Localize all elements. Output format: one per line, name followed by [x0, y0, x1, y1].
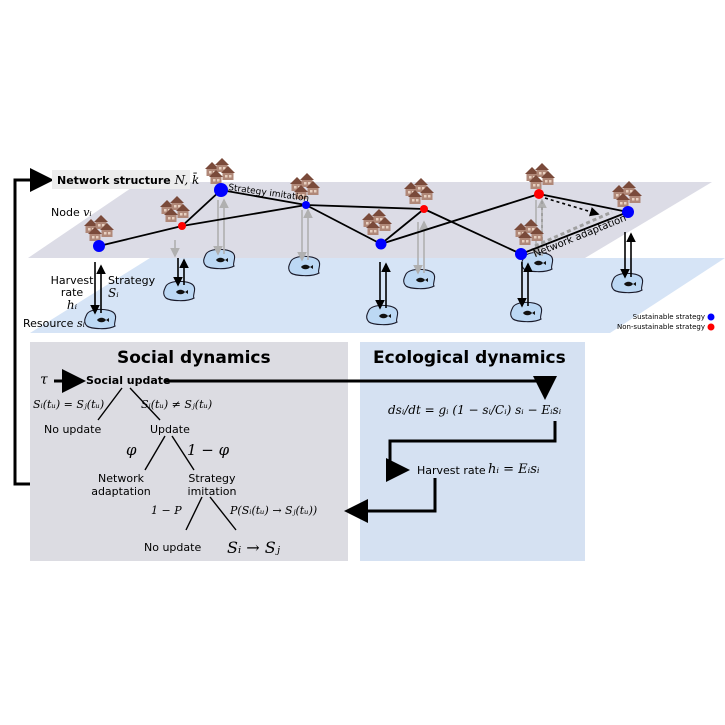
strategy-imitation-outcome: Strategy imitation — [182, 472, 242, 498]
legend-sustainable-dot — [707, 313, 715, 321]
switch-probability-label: P(Sᵢ(tᵤ) → Sⱼ(tᵤ)) — [230, 504, 318, 517]
network-adaptation-outcome: Network adaptation — [86, 472, 156, 498]
node-sustainable — [515, 248, 527, 260]
one-minus-p-label: 1 − P — [151, 504, 182, 517]
node-sustainable — [302, 201, 310, 209]
strategy-label: Strategy Sᵢ — [108, 274, 156, 300]
resource-plane — [30, 258, 725, 333]
resource-blob — [510, 301, 543, 323]
resource-blob — [84, 308, 117, 330]
harvest-rate-label: Harvest rate hᵢ — [50, 274, 94, 312]
strategy-switch-label: Sᵢ → Sⱼ — [227, 538, 280, 557]
node-sustainable — [375, 238, 387, 250]
legend-non-sustainable-dot — [707, 323, 715, 331]
network-structure-box — [52, 170, 190, 189]
harvest-to-imitation-arrow — [344, 478, 437, 523]
node-sustainable — [622, 206, 634, 218]
harvest-rate-equation: hᵢ = Eᵢsᵢ — [488, 462, 540, 477]
condition-equal: Sᵢ(tᵤ) = Sⱼ(tᵤ) — [33, 398, 105, 411]
strategy-imitation-line1: Strategy — [188, 472, 236, 485]
harvest-arrows — [90, 198, 636, 315]
no-update-label-2: No update — [144, 541, 202, 554]
node-sustainable — [93, 240, 105, 252]
node-label: Node vᵢ — [51, 206, 92, 219]
social-dynamics-title: Social dynamics — [117, 348, 271, 368]
network-nodes — [93, 183, 634, 260]
resource-label-text: Resource — [23, 317, 74, 330]
resource-blob — [203, 248, 236, 270]
ecological-dynamics-title: Ecological dynamics — [373, 348, 566, 368]
network-adaptation-line2: adaptation — [91, 485, 151, 498]
network-structure-text: Network structure — [57, 174, 171, 187]
resource-blob — [163, 280, 196, 302]
resource-blob — [366, 304, 399, 326]
node-sustainable — [214, 183, 228, 197]
network-edges — [98, 189, 629, 255]
no-update-label-1: No update — [44, 423, 102, 436]
strategy-label-text: Strategy — [108, 274, 156, 287]
social-update-label: Social update — [86, 374, 171, 387]
one-minus-phi-label: 1 − φ — [187, 441, 230, 459]
resource-label: Resource sᵢ — [23, 317, 85, 330]
node-non-sustainable — [420, 205, 428, 213]
strategy-symbol: Sᵢ — [108, 286, 119, 300]
resource-equation: dsᵢ/dt = gᵢ (1 − sᵢ/Cᵢ) sᵢ − Eᵢsᵢ — [388, 403, 562, 417]
legend-sustainable: Sustainable strategy — [632, 313, 705, 321]
node-symbol: vᵢ — [83, 206, 92, 219]
update-label: Update — [150, 423, 190, 436]
adaptation-dashed-edge — [534, 210, 613, 248]
tau-symbol: τ — [40, 372, 48, 388]
resource-blob — [403, 268, 436, 290]
resource-blob — [288, 255, 321, 277]
harvest-rate-line2: rate — [60, 286, 84, 299]
condition-not-equal: Sᵢ(tᵤ) ≠ Sⱼ(tᵤ) — [141, 398, 213, 411]
strategy-imitation-line2: imitation — [187, 485, 237, 498]
resource-symbol: sᵢ — [76, 317, 85, 330]
phi-label: φ — [126, 441, 137, 459]
social-to-ecological-arrow — [165, 376, 557, 400]
network-adaptation-line1: Network — [98, 472, 144, 485]
ecological-dynamics-panel — [360, 342, 585, 561]
harvest-rate-line1: Harvest — [50, 274, 94, 287]
node-non-sustainable — [178, 222, 186, 230]
node-non-sustainable — [534, 189, 544, 199]
network-structure-label: Network structure N, k̄ — [57, 173, 199, 187]
network-structure-symbols: N, k̄ — [174, 173, 200, 187]
legend-non-sustainable: Non-sustainable strategy — [616, 323, 705, 331]
harvest-rate-label-eco: Harvest rate — [417, 464, 486, 477]
ecological-to-harvest-arrow — [386, 421, 557, 482]
node-label-text: Node — [51, 206, 80, 219]
village-icon — [205, 158, 235, 184]
harvest-symbol: hᵢ — [66, 298, 78, 312]
resource-blob — [611, 272, 644, 294]
decision-tree-lines — [97, 387, 237, 531]
